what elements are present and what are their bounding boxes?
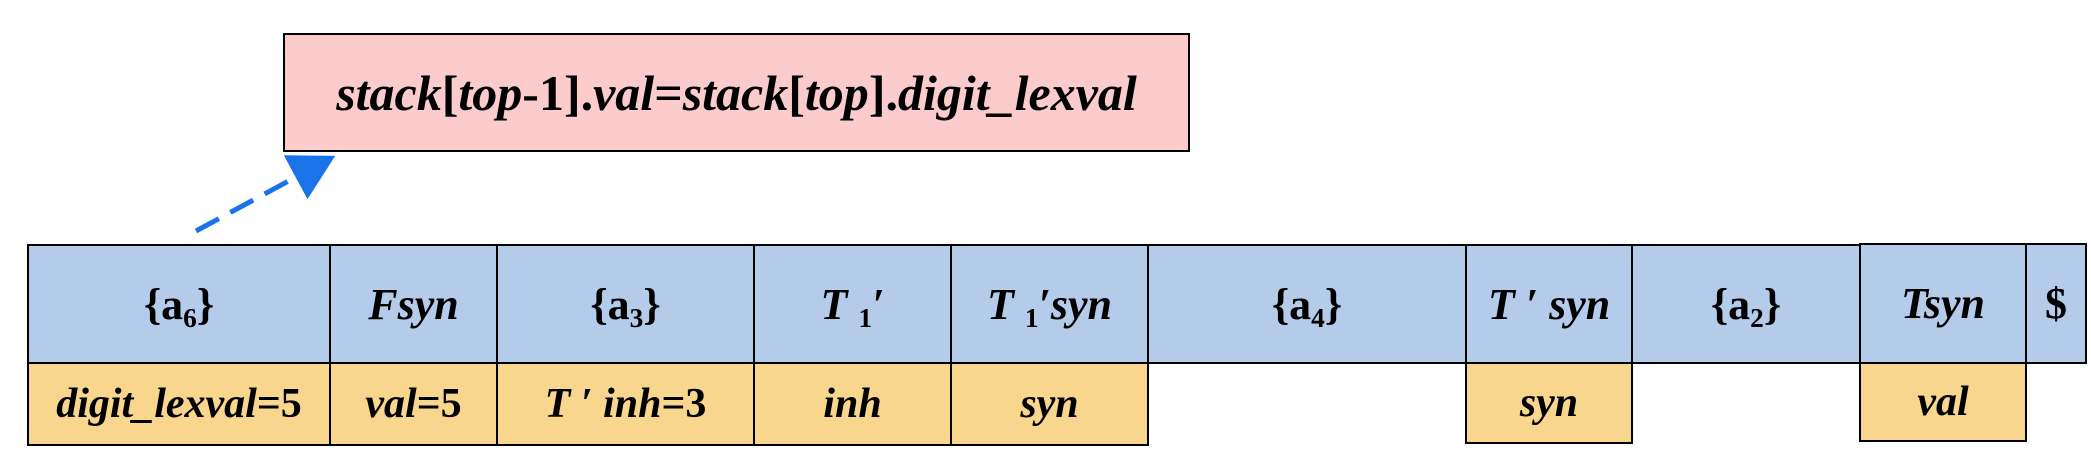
stack-cell-t-prime-syn: T ′ syn	[1465, 244, 1633, 364]
attr-cell-val-2: val	[1859, 362, 2027, 442]
stack-cell-t1-prime: T 1′	[753, 244, 952, 364]
stack-cell-dollar: $	[2025, 243, 2087, 364]
stack-cell-a4: {a4}	[1147, 244, 1467, 364]
stack-cell-tsyn: Tsyn	[1859, 243, 2027, 364]
formula-stack-2: stack	[682, 64, 789, 121]
formula-top-2: top	[804, 64, 869, 121]
formula-stack-1: stack	[336, 64, 442, 121]
attr-cell-t-prime-inh: T ′ inh=3	[496, 362, 755, 446]
stack-cell-fsyn: Fsyn	[329, 244, 498, 364]
formula-bracket-2: [	[788, 64, 805, 121]
formula-bracket-1: [	[441, 64, 459, 121]
stack-cell-a2: {a2}	[1631, 244, 1861, 364]
formula-digit-lexval: digit_lexval	[897, 64, 1137, 121]
formula-equals: =	[654, 64, 683, 121]
stack-cell-a6: {a6}	[27, 244, 331, 364]
attr-cell-digit-lexval: digit_lexval=5	[27, 362, 331, 446]
formula-minus-one: -1].	[522, 64, 594, 121]
formula-text: stack[top-1].val=stack[top].digit_lexval	[336, 64, 1137, 122]
stack-cell-t1-prime-syn: T 1′syn	[950, 244, 1149, 364]
attr-cell-syn-2: syn	[1465, 362, 1633, 444]
formula-top-1: top	[458, 64, 523, 121]
formula-val: val	[593, 64, 655, 121]
attr-cell-inh: inh	[753, 362, 952, 446]
attr-cell-syn-1: syn	[950, 362, 1149, 446]
stack-cell-a3: {a3}	[496, 244, 755, 364]
formula-box: stack[top-1].val=stack[top].digit_lexval	[283, 33, 1190, 152]
attr-cell-val: val=5	[329, 362, 498, 446]
formula-bracket-close: ].	[868, 64, 898, 121]
